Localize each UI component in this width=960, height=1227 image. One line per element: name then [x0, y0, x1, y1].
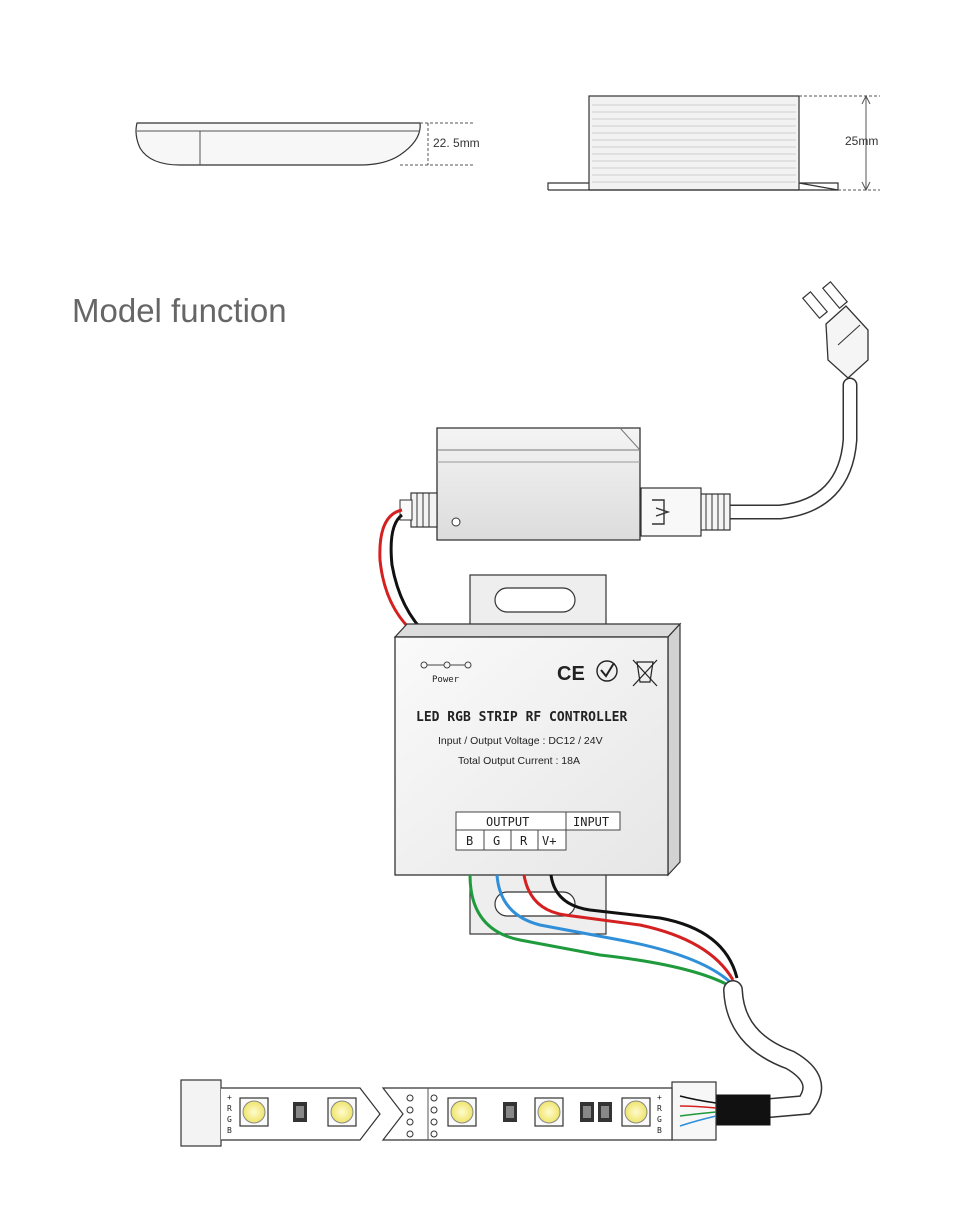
- ac-plug-icon: [801, 280, 869, 379]
- led-strip: + R G B: [180, 1079, 673, 1147]
- strip-pin-r: R: [227, 1104, 232, 1113]
- led-chip-icon: [447, 1097, 477, 1127]
- terminal-g: G: [493, 834, 500, 848]
- terminal-b: B: [466, 834, 473, 848]
- led-chip-icon: [239, 1097, 269, 1127]
- power-label: Power: [432, 675, 460, 685]
- strip-pin-g: G: [227, 1115, 232, 1124]
- strip-end-pin-r: R: [657, 1104, 662, 1113]
- strip-end-pin-b: B: [657, 1126, 662, 1135]
- strip-end-pin-g: G: [657, 1115, 662, 1124]
- strip-cable: [671, 980, 823, 1141]
- led-chip-icon: [327, 1097, 357, 1127]
- ce-mark-icon: CE: [557, 663, 585, 685]
- output-header: OUTPUT: [486, 815, 529, 829]
- remote-thickness-label: 22. 5mm: [433, 136, 480, 150]
- resistor-icon: [293, 1102, 307, 1122]
- power-cord: [640, 280, 869, 537]
- strip-end-pin-plus: +: [657, 1093, 662, 1102]
- terminal-vplus: V+: [542, 834, 556, 848]
- remote-side-view: 22. 5mm: [135, 122, 480, 166]
- terminal-r: R: [520, 834, 528, 848]
- current-spec: Total Output Current : 18A: [458, 755, 580, 767]
- strip-pin-plus: +: [227, 1093, 232, 1102]
- output-wires: [468, 874, 739, 987]
- power-indicator-icon: [420, 661, 472, 669]
- controller-title: LED RGB STRIP RF CONTROLLER: [416, 710, 627, 725]
- voltage-spec: Input / Output Voltage : DC12 / 24V: [438, 735, 603, 747]
- led-chip-icon: [621, 1097, 651, 1127]
- input-header: INPUT: [573, 815, 609, 829]
- resistor-icon: [503, 1102, 517, 1122]
- controller-side-view: 25mm: [547, 94, 880, 192]
- terminal-table: OUTPUT INPUT B G R V+: [455, 811, 621, 851]
- resistor-icon: [580, 1102, 612, 1122]
- rohs-check-icon: [596, 660, 618, 682]
- section-title: Model function: [72, 292, 287, 329]
- controller-height-label: 25mm: [845, 134, 878, 148]
- receiver-box: [399, 427, 641, 541]
- strip-pin-b: B: [227, 1126, 232, 1135]
- led-chip-icon: [534, 1097, 564, 1127]
- weee-bin-icon: [632, 659, 658, 687]
- rgb-controller: Power CE LED RGB STRIP RF CONTROLLER Inp…: [393, 622, 682, 877]
